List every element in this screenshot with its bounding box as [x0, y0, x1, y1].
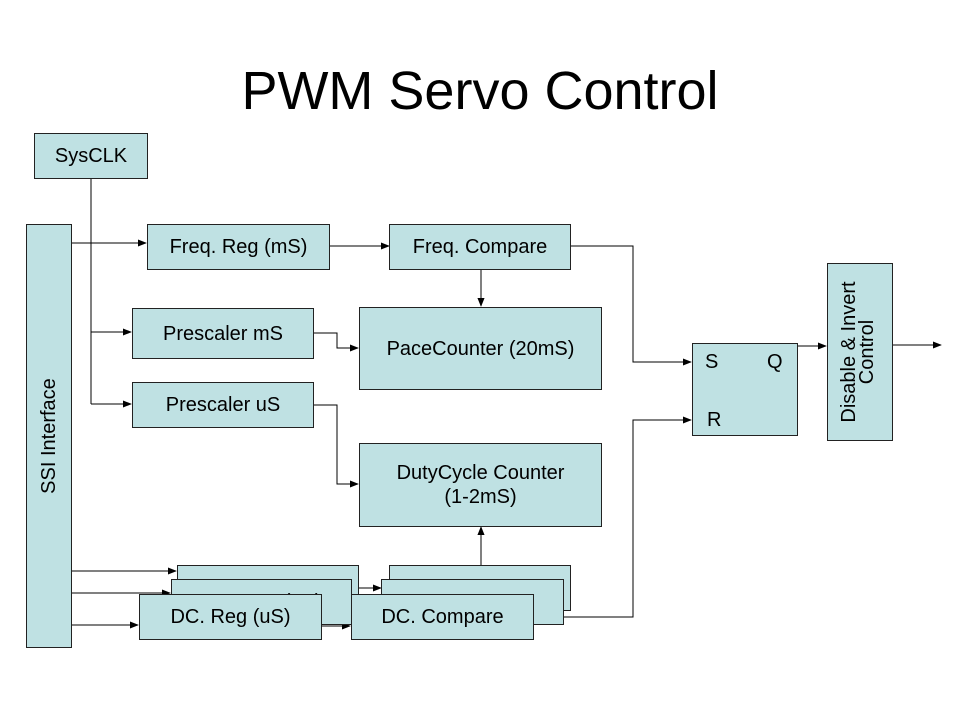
duty-cycle-label-line2: (1-2mS) — [444, 486, 517, 508]
duty-cycle-counter-block: DutyCycle Counter (1-2mS) — [359, 443, 602, 527]
sysclk-block: SysCLK — [34, 133, 148, 179]
pace-counter-label: PaceCounter (20mS) — [386, 337, 575, 360]
ssi-interface-label: SSI Interface — [38, 378, 60, 494]
dc-compare-block-1: DC. Compare — [351, 594, 534, 640]
disable-invert-control-block — [827, 263, 893, 441]
freq-compare-label: Freq. Compare — [412, 236, 548, 258]
sr-flipflop-block — [692, 343, 798, 436]
dc-reg-label-1: DC. Reg (uS) — [170, 606, 291, 628]
sysclk-label: SysCLK — [54, 145, 128, 167]
dc-reg-block-1: DC. Reg (uS) — [139, 594, 322, 640]
dc-compare-to-reset-wire — [564, 416, 692, 618]
freq-reg-block: Freq. Reg (mS) — [147, 224, 330, 270]
pace-counter-block: PaceCounter (20mS) — [359, 307, 602, 390]
prescaler-ms-block: Prescaler mS — [132, 308, 314, 359]
prescaler-us-label: Prescaler uS — [165, 394, 281, 416]
page-title: PWM Servo Control — [241, 61, 719, 121]
flipflop-s-pin-label: S — [705, 351, 719, 373]
prescaler-us-block: Prescaler uS — [132, 382, 314, 428]
prescaler-ms-to-pace-wire — [313, 332, 359, 352]
freq-reg-label: Freq. Reg (mS) — [169, 236, 308, 258]
disable-invert-label-line2: Control — [856, 319, 878, 385]
prescaler-ms-label: Prescaler mS — [162, 322, 284, 345]
ssi-interface-block — [26, 224, 72, 648]
freq-compare-to-set-wire — [570, 245, 692, 366]
prescaler-us-to-duty-wire — [313, 404, 359, 488]
duty-cycle-label-line1: DutyCycle Counter — [396, 462, 565, 484]
flipflop-r-pin-label: R — [707, 409, 722, 431]
dc-compare-label-1: DC. Compare — [381, 606, 504, 628]
flipflop-q-pin-label: Q — [767, 351, 783, 373]
freq-compare-block: Freq. Compare — [389, 224, 571, 270]
